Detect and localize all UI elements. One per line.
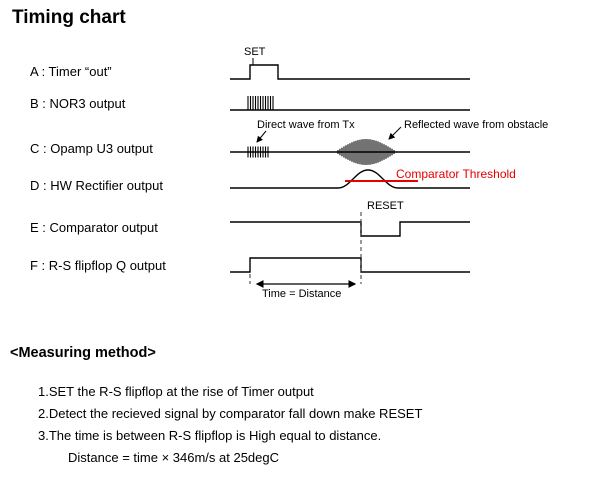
measuring-method-heading: <Measuring method> [10,345,156,361]
comparator-threshold-label: Comparator Threshold [396,167,516,181]
measuring-step-1: 1.SET the R-S flipflop at the rise of Ti… [38,384,314,399]
measuring-step-2: 2.Detect the recieved signal by comparat… [38,406,423,421]
signal-label-timer: A : Timer “out” [30,64,112,79]
reset-annotation: RESET [367,200,404,212]
reflected-wave-burst [337,139,395,165]
reflected-wave-annotation: Reflected wave from obstacle [404,119,549,131]
measuring-step-3: 3.The time is between R-S flipflop is Hi… [38,428,382,443]
signal-label-flipflop: F : R-S flipflop Q output [30,258,166,273]
waveform-comparator [230,221,470,237]
time-distance-label: Time = Distance [262,288,342,300]
direct-wave-annotation: Direct wave from Tx [257,119,355,131]
signal-label-rectifier: D : HW Rectifier output [30,178,163,193]
direct-wave-burst [247,146,269,158]
distance-formula: Distance = time × 346m/s at 25degC [68,450,280,465]
waveform-flipflop-q [230,257,470,273]
reflected-wave-arrow [388,126,402,140]
waveform-timer-out [230,64,470,80]
direct-wave-arrow [256,130,267,143]
signal-label-nor3: B : NOR3 output [30,96,126,111]
set-annotation: SET [244,46,266,58]
waveform-rectifier [230,169,470,189]
page-title: Timing chart [12,7,126,28]
signal-label-comparator: E : Comparator output [30,220,158,235]
nor3-pulse-burst [247,96,274,110]
signal-label-opamp: C : Opamp U3 output [30,141,153,156]
